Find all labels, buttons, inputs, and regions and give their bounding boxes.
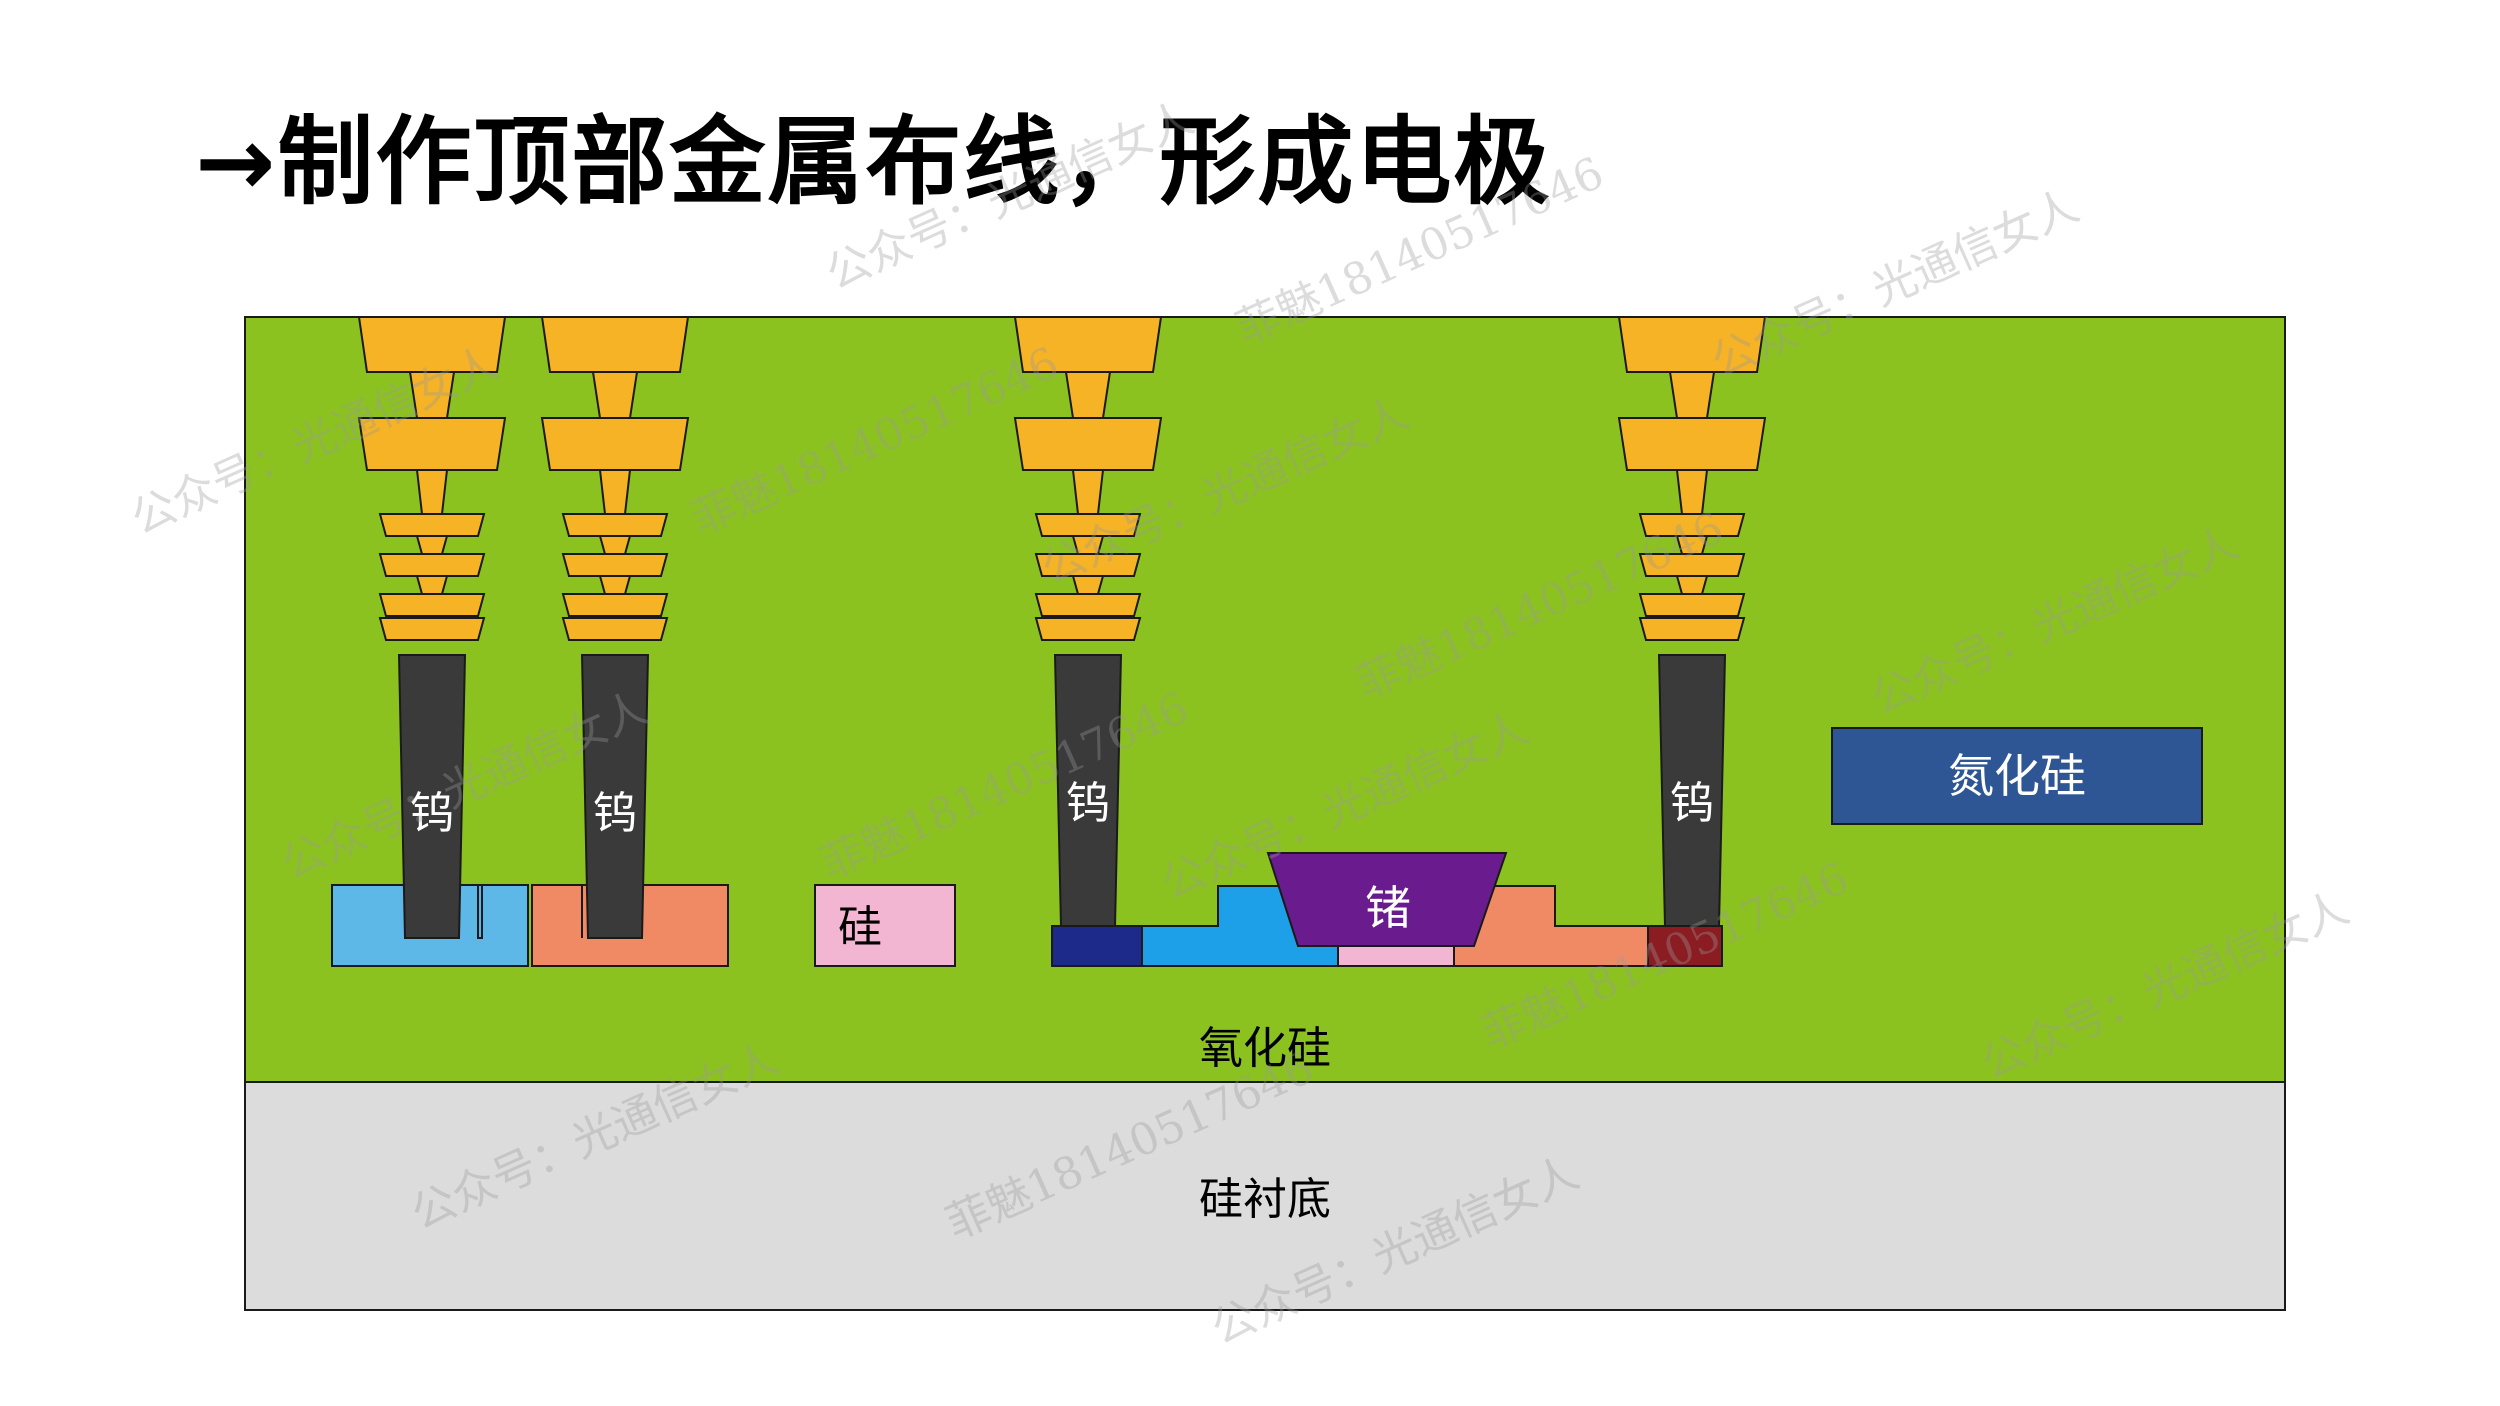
- metal-via: [598, 575, 632, 595]
- label-nitride: 氮化硅: [1948, 749, 2086, 803]
- metal-via: [598, 535, 632, 555]
- tungsten-plug: [1657, 654, 1727, 927]
- metal-pad: [378, 593, 486, 617]
- metal-pad: [561, 593, 669, 617]
- nitride-block: [1831, 727, 2203, 825]
- label-germanium: 锗: [1365, 881, 1411, 935]
- label-tungsten-3: 钨: [1066, 778, 1110, 829]
- watermark-account: 公众号：光通信女人: [819, 92, 1202, 300]
- metal-pad: [378, 553, 486, 577]
- metal-pad: [1638, 617, 1746, 641]
- metal-pad: [378, 617, 486, 641]
- metal-via-upper: [1064, 371, 1112, 419]
- metal-via: [415, 575, 449, 595]
- label-tungsten-4: 钨: [1670, 778, 1714, 829]
- metal-via: [598, 469, 632, 515]
- label-oxide: 氧化硅: [1199, 1023, 1331, 1074]
- label-silicon: 硅: [838, 902, 882, 953]
- metal-pad: [1638, 513, 1746, 537]
- metal-layer-2: [1617, 417, 1767, 471]
- metal-via-upper: [591, 371, 639, 419]
- metal-pad: [1638, 553, 1746, 577]
- germanium-block: [1266, 852, 1508, 947]
- tungsten-plug: [1053, 654, 1123, 927]
- contact-navy: [1051, 925, 1143, 967]
- metal-via: [1675, 575, 1709, 595]
- metal-pad: [1034, 617, 1142, 641]
- tungsten-plug: [580, 654, 650, 939]
- page-title: →制作顶部金属布线，形成电极: [195, 106, 1552, 218]
- metal-layer-2: [1013, 417, 1163, 471]
- metal-layer-2: [540, 417, 690, 471]
- metal-pad: [561, 513, 669, 537]
- substrate-layer: [244, 1081, 2286, 1311]
- metal-pad: [378, 513, 486, 537]
- metal-via: [1071, 469, 1105, 515]
- contact-red: [1647, 925, 1723, 967]
- metal-via: [415, 469, 449, 515]
- label-tungsten-1: 钨: [410, 788, 454, 839]
- label-tungsten-2: 钨: [593, 788, 637, 839]
- metal-layer-top: [1013, 316, 1163, 373]
- label-substrate: 硅衬底: [1199, 1174, 1331, 1225]
- metal-via-upper: [1668, 371, 1716, 419]
- via-stacks: [357, 316, 1767, 939]
- metal-layer-top: [357, 316, 507, 373]
- metal-layer-top: [1617, 316, 1767, 373]
- tungsten-plug: [397, 654, 467, 939]
- silicon-under-germanium: [1337, 945, 1455, 967]
- metal-via: [415, 535, 449, 555]
- metal-pad: [1638, 593, 1746, 617]
- metal-layer-2: [357, 417, 507, 471]
- metal-layer-top: [540, 316, 690, 373]
- metal-pad: [561, 553, 669, 577]
- metal-pad: [1034, 593, 1142, 617]
- silicon-block: [814, 884, 956, 967]
- metal-pad: [1034, 513, 1142, 537]
- metal-pad: [1034, 553, 1142, 577]
- metal-pad: [561, 617, 669, 641]
